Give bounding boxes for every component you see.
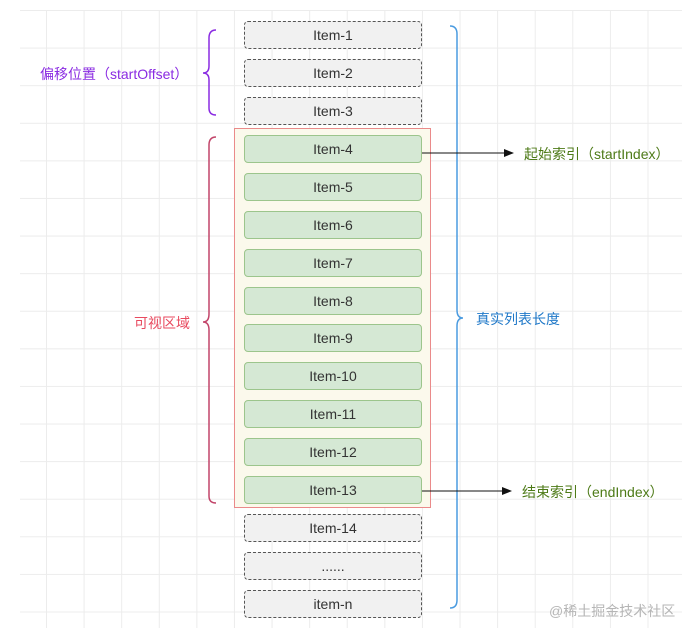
list-item: Item-12 [244, 438, 422, 466]
list-item: Item-2 [244, 59, 422, 87]
list-item: Item-8 [244, 287, 422, 315]
list-item: Item-4 [244, 135, 422, 163]
offset-brace [202, 29, 217, 116]
list-item: Item-14 [244, 514, 422, 542]
list-item: Item-13 [244, 476, 422, 504]
visible-area-label: 可视区域 [134, 315, 190, 331]
real-length-brace [449, 25, 464, 609]
list-item: Item-11 [244, 400, 422, 428]
list-item: Item-6 [244, 211, 422, 239]
start-offset-label: 偏移位置（startOffset） [40, 66, 189, 82]
list-item: ...... [244, 552, 422, 580]
start-index-label: 起始索引（startIndex） [524, 146, 670, 162]
list-item: item-n [244, 590, 422, 618]
list-item: Item-1 [244, 21, 422, 49]
visible-area-brace [202, 136, 217, 504]
list-item: Item-5 [244, 173, 422, 201]
list-item: Item-3 [244, 97, 422, 125]
list-item: Item-7 [244, 249, 422, 277]
list-item: Item-10 [244, 362, 422, 390]
real-list-length-label: 真实列表长度 [476, 311, 560, 327]
watermark: @稀土掘金技术社区 [549, 603, 676, 619]
list-item: Item-9 [244, 324, 422, 352]
end-index-label: 结束索引（endIndex） [522, 484, 664, 500]
